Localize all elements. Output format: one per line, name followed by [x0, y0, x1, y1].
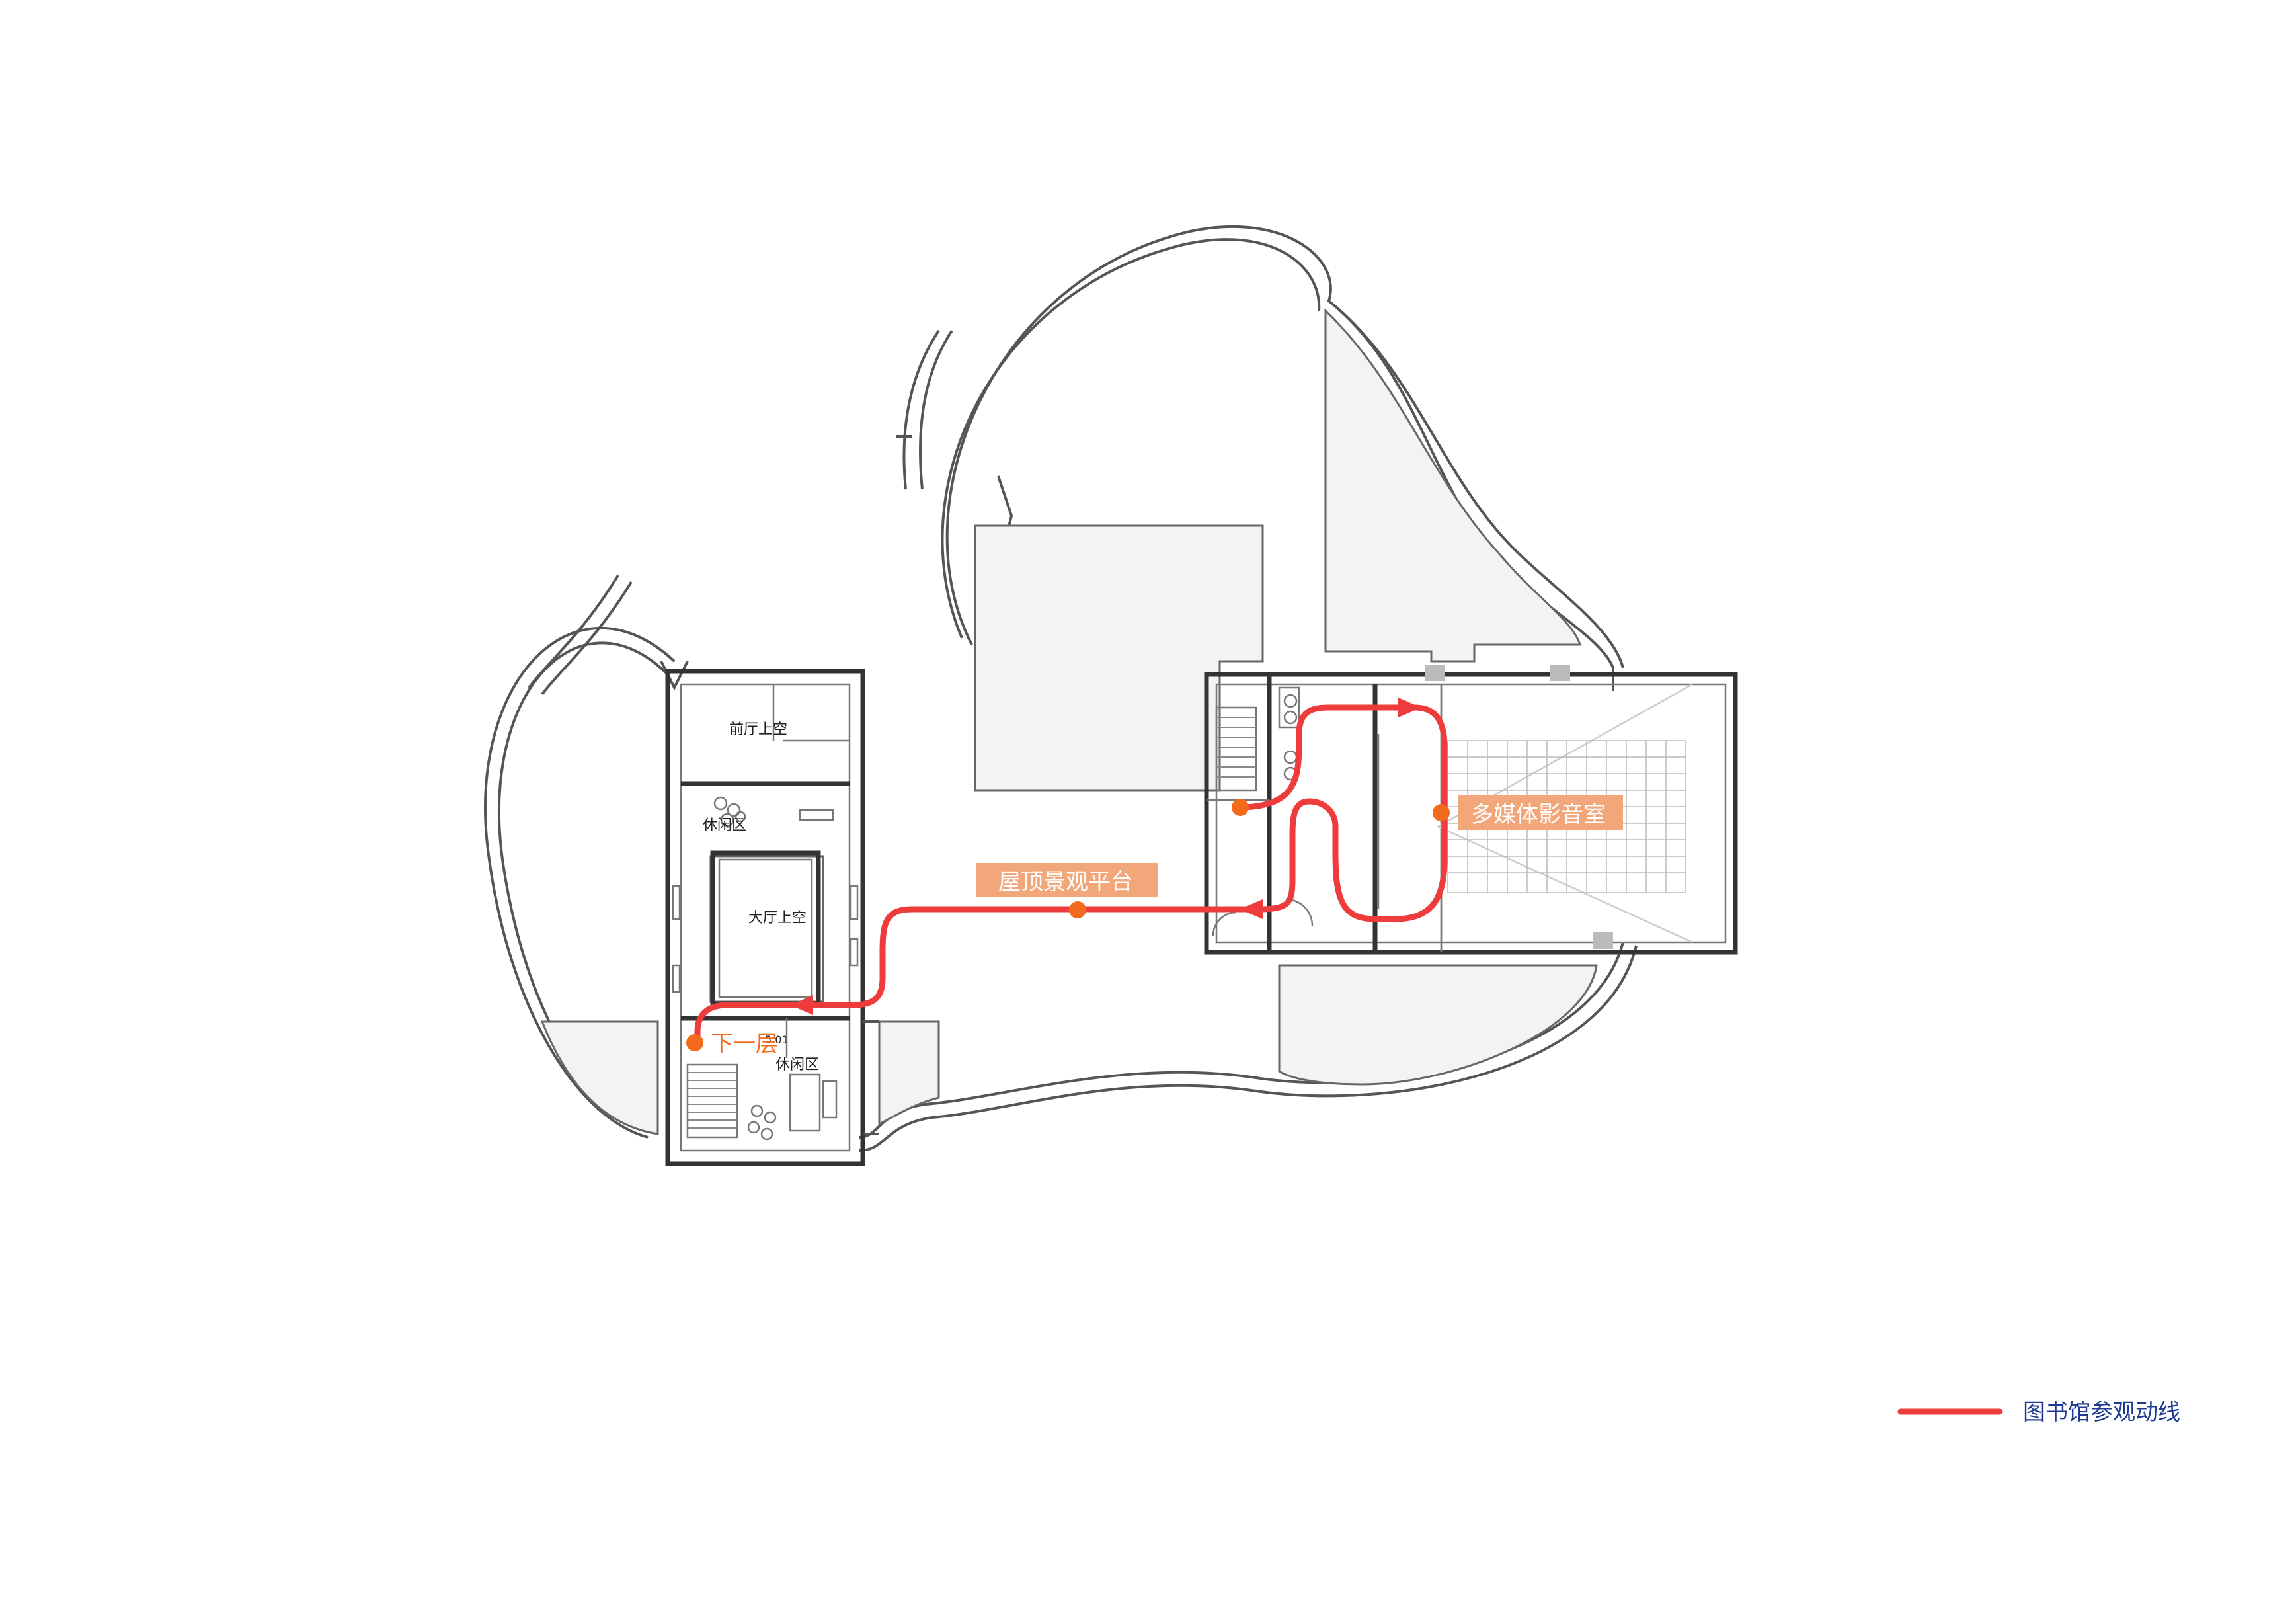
visitor-route — [686, 698, 1450, 1051]
label-small-tag: 5.01 — [765, 1034, 789, 1046]
zone-tags: 屋顶景观平台 多媒体影音室 — [976, 795, 1623, 897]
courtyard-voids — [540, 308, 1598, 1135]
stair-right — [1215, 706, 1257, 792]
route-node-multimedia — [1433, 804, 1450, 821]
room-labels: 前厅上空 休闲区 大厅上空 休闲区 5.01 — [703, 721, 819, 1073]
label-foyer-void: 前厅上空 — [729, 721, 787, 738]
route-node-terrace — [1069, 901, 1086, 918]
tag-roof-terrace — [976, 863, 1158, 897]
legend: 图书馆参观动线 — [1897, 1399, 2180, 1426]
terrace-edges — [863, 1020, 879, 1135]
legend-label: 图书馆参观动线 — [2023, 1399, 2180, 1426]
route-node-end — [686, 1034, 703, 1051]
route-arrow-2 — [1240, 899, 1263, 919]
label-hall-void: 大厅上空 — [748, 910, 807, 926]
label-lounge-upper: 休闲区 — [703, 817, 746, 834]
left-wing — [665, 669, 865, 1166]
label-down-level: 下一层 — [711, 1031, 778, 1057]
tag-multimedia-room-text: 多媒体影音室 — [1471, 801, 1606, 828]
label-lounge-lower: 休闲区 — [775, 1057, 819, 1073]
stair-lower-left — [686, 1063, 738, 1139]
route-arrow-3 — [790, 995, 813, 1015]
route-node-start — [1232, 799, 1249, 816]
tag-roof-terrace-text: 屋顶景观平台 — [998, 869, 1133, 895]
tag-multimedia-room — [1458, 795, 1623, 830]
route-arrow-1 — [1398, 698, 1421, 717]
route-path — [694, 704, 1448, 1046]
